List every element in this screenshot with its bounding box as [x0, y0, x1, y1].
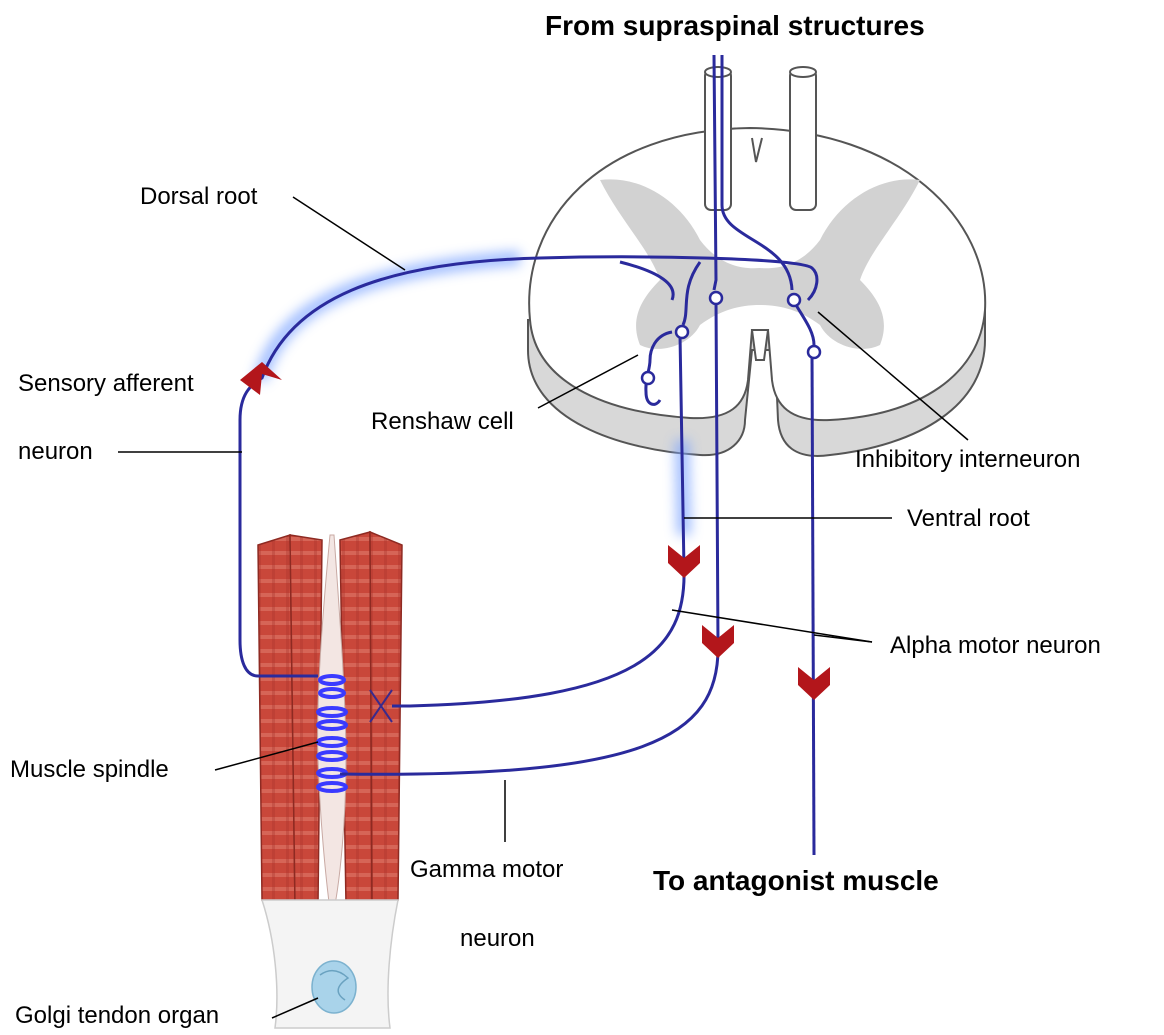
- ascending-tract-top: [790, 67, 816, 77]
- synapse-renshaw: [642, 372, 654, 384]
- label-sensory-afferent: Sensory afferent: [18, 372, 194, 396]
- leader-alpha-2: [814, 635, 872, 642]
- muscle-fiber-4: [370, 532, 402, 905]
- label-to-antagonist: To antagonist muscle: [653, 867, 939, 895]
- golgi-tendon-organ: [312, 961, 356, 1013]
- supraspinal-fiber-1: [714, 55, 716, 290]
- muscle-fiber-2: [290, 535, 322, 905]
- descending-tract-top: [705, 67, 731, 77]
- synapse-antagonist: [808, 346, 820, 358]
- leader-dorsal-root: [293, 197, 405, 270]
- label-from-supraspinal: From supraspinal structures: [545, 12, 925, 40]
- synapse-interneuron: [788, 294, 800, 306]
- label-golgi-tendon-organ: Golgi tendon organ: [15, 1004, 219, 1028]
- label-gamma-neuron: neuron: [460, 927, 535, 951]
- ascending-tract: [790, 70, 816, 210]
- muscle: [258, 532, 402, 1028]
- synapse-alpha: [676, 326, 688, 338]
- label-muscle-spindle: Muscle spindle: [10, 758, 169, 782]
- muscle-fiber-1: [258, 535, 295, 905]
- label-dorsal-root: Dorsal root: [140, 185, 257, 209]
- antagonist-fiber: [812, 352, 814, 855]
- label-gamma-motor: Gamma motor: [410, 858, 563, 882]
- label-inhibitory-interneuron: Inhibitory interneuron: [855, 448, 1080, 472]
- label-alpha-motor-neuron: Alpha motor neuron: [890, 634, 1101, 658]
- synapse-supraspinal: [710, 292, 722, 304]
- label-renshaw-cell: Renshaw cell: [371, 410, 514, 434]
- label-sensory-neuron: neuron: [18, 440, 93, 464]
- label-ventral-root: Ventral root: [907, 507, 1030, 531]
- descending-tract: [705, 70, 731, 210]
- ventral-fissure: [752, 330, 768, 360]
